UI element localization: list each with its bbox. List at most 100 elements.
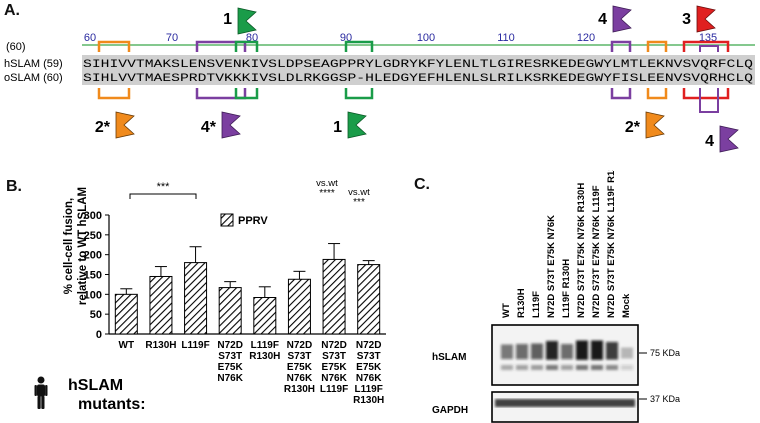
x-tick-label: N72D — [217, 340, 243, 351]
bars — [114, 243, 381, 335]
hslam-band-lower — [621, 365, 633, 370]
bar — [287, 278, 311, 335]
x-tick-label: N76K — [217, 373, 243, 384]
blot-hslam — [491, 324, 639, 386]
x-tick-label: S73T — [322, 351, 346, 362]
x-tick-label: L119F — [251, 340, 279, 351]
site-bracket-4b-top — [610, 40, 632, 52]
panel-a-letter: A. — [4, 2, 20, 19]
hslam-band-lower — [591, 365, 603, 370]
human-icon — [34, 376, 48, 409]
x-tick-label: R130H — [284, 384, 315, 395]
lane-label: L119F — [531, 291, 542, 318]
alignment-band — [82, 55, 755, 85]
hslam-band — [501, 344, 513, 360]
hslam-band — [606, 342, 618, 360]
x-tick-label: E75K — [287, 362, 313, 373]
mutants-label-1: hSLAM — [68, 377, 123, 394]
site-bracket-1b-top — [344, 40, 374, 52]
bar — [184, 262, 208, 335]
site-bracket-2-top — [97, 40, 131, 52]
flag-bottom-2star: 2* — [95, 111, 135, 139]
x-tick-label: N76K — [321, 373, 347, 384]
y-tick-label: 50 — [90, 309, 102, 321]
panel-c-letter: C. — [414, 176, 430, 193]
bar — [114, 293, 138, 335]
bar — [253, 297, 277, 335]
hslam-band-lower — [606, 365, 618, 370]
ruler-tick-label: 70 — [166, 32, 178, 44]
panel-b-chart: % cell-cell fusion, relative to WT hSLAM… — [34, 178, 386, 413]
blot-label-hslam: hSLAM — [432, 352, 466, 363]
x-tick-label: N76K — [287, 373, 313, 384]
bar — [322, 258, 346, 335]
site-bracket-1a-top — [234, 40, 259, 52]
site-bracket-4b-bottom — [610, 88, 632, 100]
hslam-band — [576, 340, 588, 360]
significance-label-vswt-1: vs.wt — [316, 178, 338, 189]
lane-label: N72D S73T E75K N76K — [546, 215, 557, 318]
flag-top-4: 4 — [598, 5, 632, 33]
x-tick-label: R130H — [353, 395, 384, 406]
x-tick-label: S73T — [287, 351, 311, 362]
lane-label: L119F R130H — [561, 259, 572, 318]
x-tick-label: L119F — [181, 340, 209, 351]
flag-bottom-4: 4 — [705, 125, 739, 153]
legend-label: PPRV — [238, 215, 268, 227]
legend-swatch — [220, 213, 234, 227]
marker-75kda: 75 KDa — [650, 348, 680, 358]
site-bracket-4c-top — [699, 45, 719, 52]
site-bracket-1a-bottom — [234, 88, 259, 100]
y-axis-label-line1: % cell-cell fusion, — [63, 198, 75, 295]
y-tick-label: 200 — [84, 250, 102, 262]
x-tick-label: S73T — [218, 351, 242, 362]
bar — [357, 264, 381, 335]
svg-text:1: 1 — [223, 11, 232, 28]
oslam-sequence: SIHLVVTMAESPRDTVKKKIVSLDLRKGGSP-HLEDGYEF… — [83, 73, 753, 85]
bar — [218, 287, 242, 335]
hslam-sequence: SIHIVVTMAKSLENSVENKIVSLDPSEAGPPRYLGDRYKF… — [83, 59, 753, 71]
site-bracket-3-bottom — [682, 88, 730, 100]
x-tick-label: L119F — [355, 384, 383, 395]
y-tick-label: 0 — [96, 329, 102, 341]
hslam-band — [561, 344, 573, 360]
lane-label: R130H — [516, 288, 527, 318]
x-tick-label: E75K — [356, 362, 382, 373]
bar — [149, 275, 173, 335]
ruler-tick-label: 100 — [417, 32, 435, 44]
svg-text:4*: 4* — [201, 119, 217, 136]
site-bracket-4-top — [195, 40, 247, 52]
significance-stars-1: **** — [319, 188, 335, 199]
svg-text:3: 3 — [682, 11, 691, 28]
site-bracket-1b-bottom — [344, 88, 374, 100]
flag-top-1: 1 — [223, 7, 257, 35]
site-bracket-2b-top — [646, 40, 668, 52]
svg-text:4: 4 — [705, 133, 714, 150]
flag-bottom-1: 1 — [333, 111, 367, 139]
significance-bracket — [129, 193, 197, 199]
lane-label: N72D S73T E75K N76K R130H — [576, 183, 587, 318]
x-tick-label: N72D — [321, 340, 347, 351]
hslam-band — [516, 344, 528, 360]
x-tick-label: R130H — [249, 351, 280, 362]
x-tick-label: E75K — [218, 362, 244, 373]
x-tick-label: N72D — [287, 340, 313, 351]
mutants-label-2: mutants: — [78, 396, 146, 413]
lane-label: Mock — [621, 293, 632, 318]
ruler-tick-label: 120 — [577, 32, 595, 44]
hslam-band — [591, 340, 603, 360]
lane-label: N72D S73T E75K N76K L119F — [591, 185, 602, 318]
y-tick-label: 150 — [84, 270, 102, 282]
site-bracket-3-top — [682, 40, 730, 52]
hslam-band-lower — [531, 365, 543, 370]
svg-text:1: 1 — [333, 119, 342, 136]
hslam-band — [621, 347, 633, 359]
flag-bottom-4star: 4* — [201, 111, 241, 139]
ruler-tick-label: 110 — [497, 32, 515, 44]
hslam-band-lower — [501, 365, 513, 370]
flag-bottom-2star-b: 2* — [625, 111, 665, 139]
significance-wt-l119f: *** — [157, 181, 171, 193]
